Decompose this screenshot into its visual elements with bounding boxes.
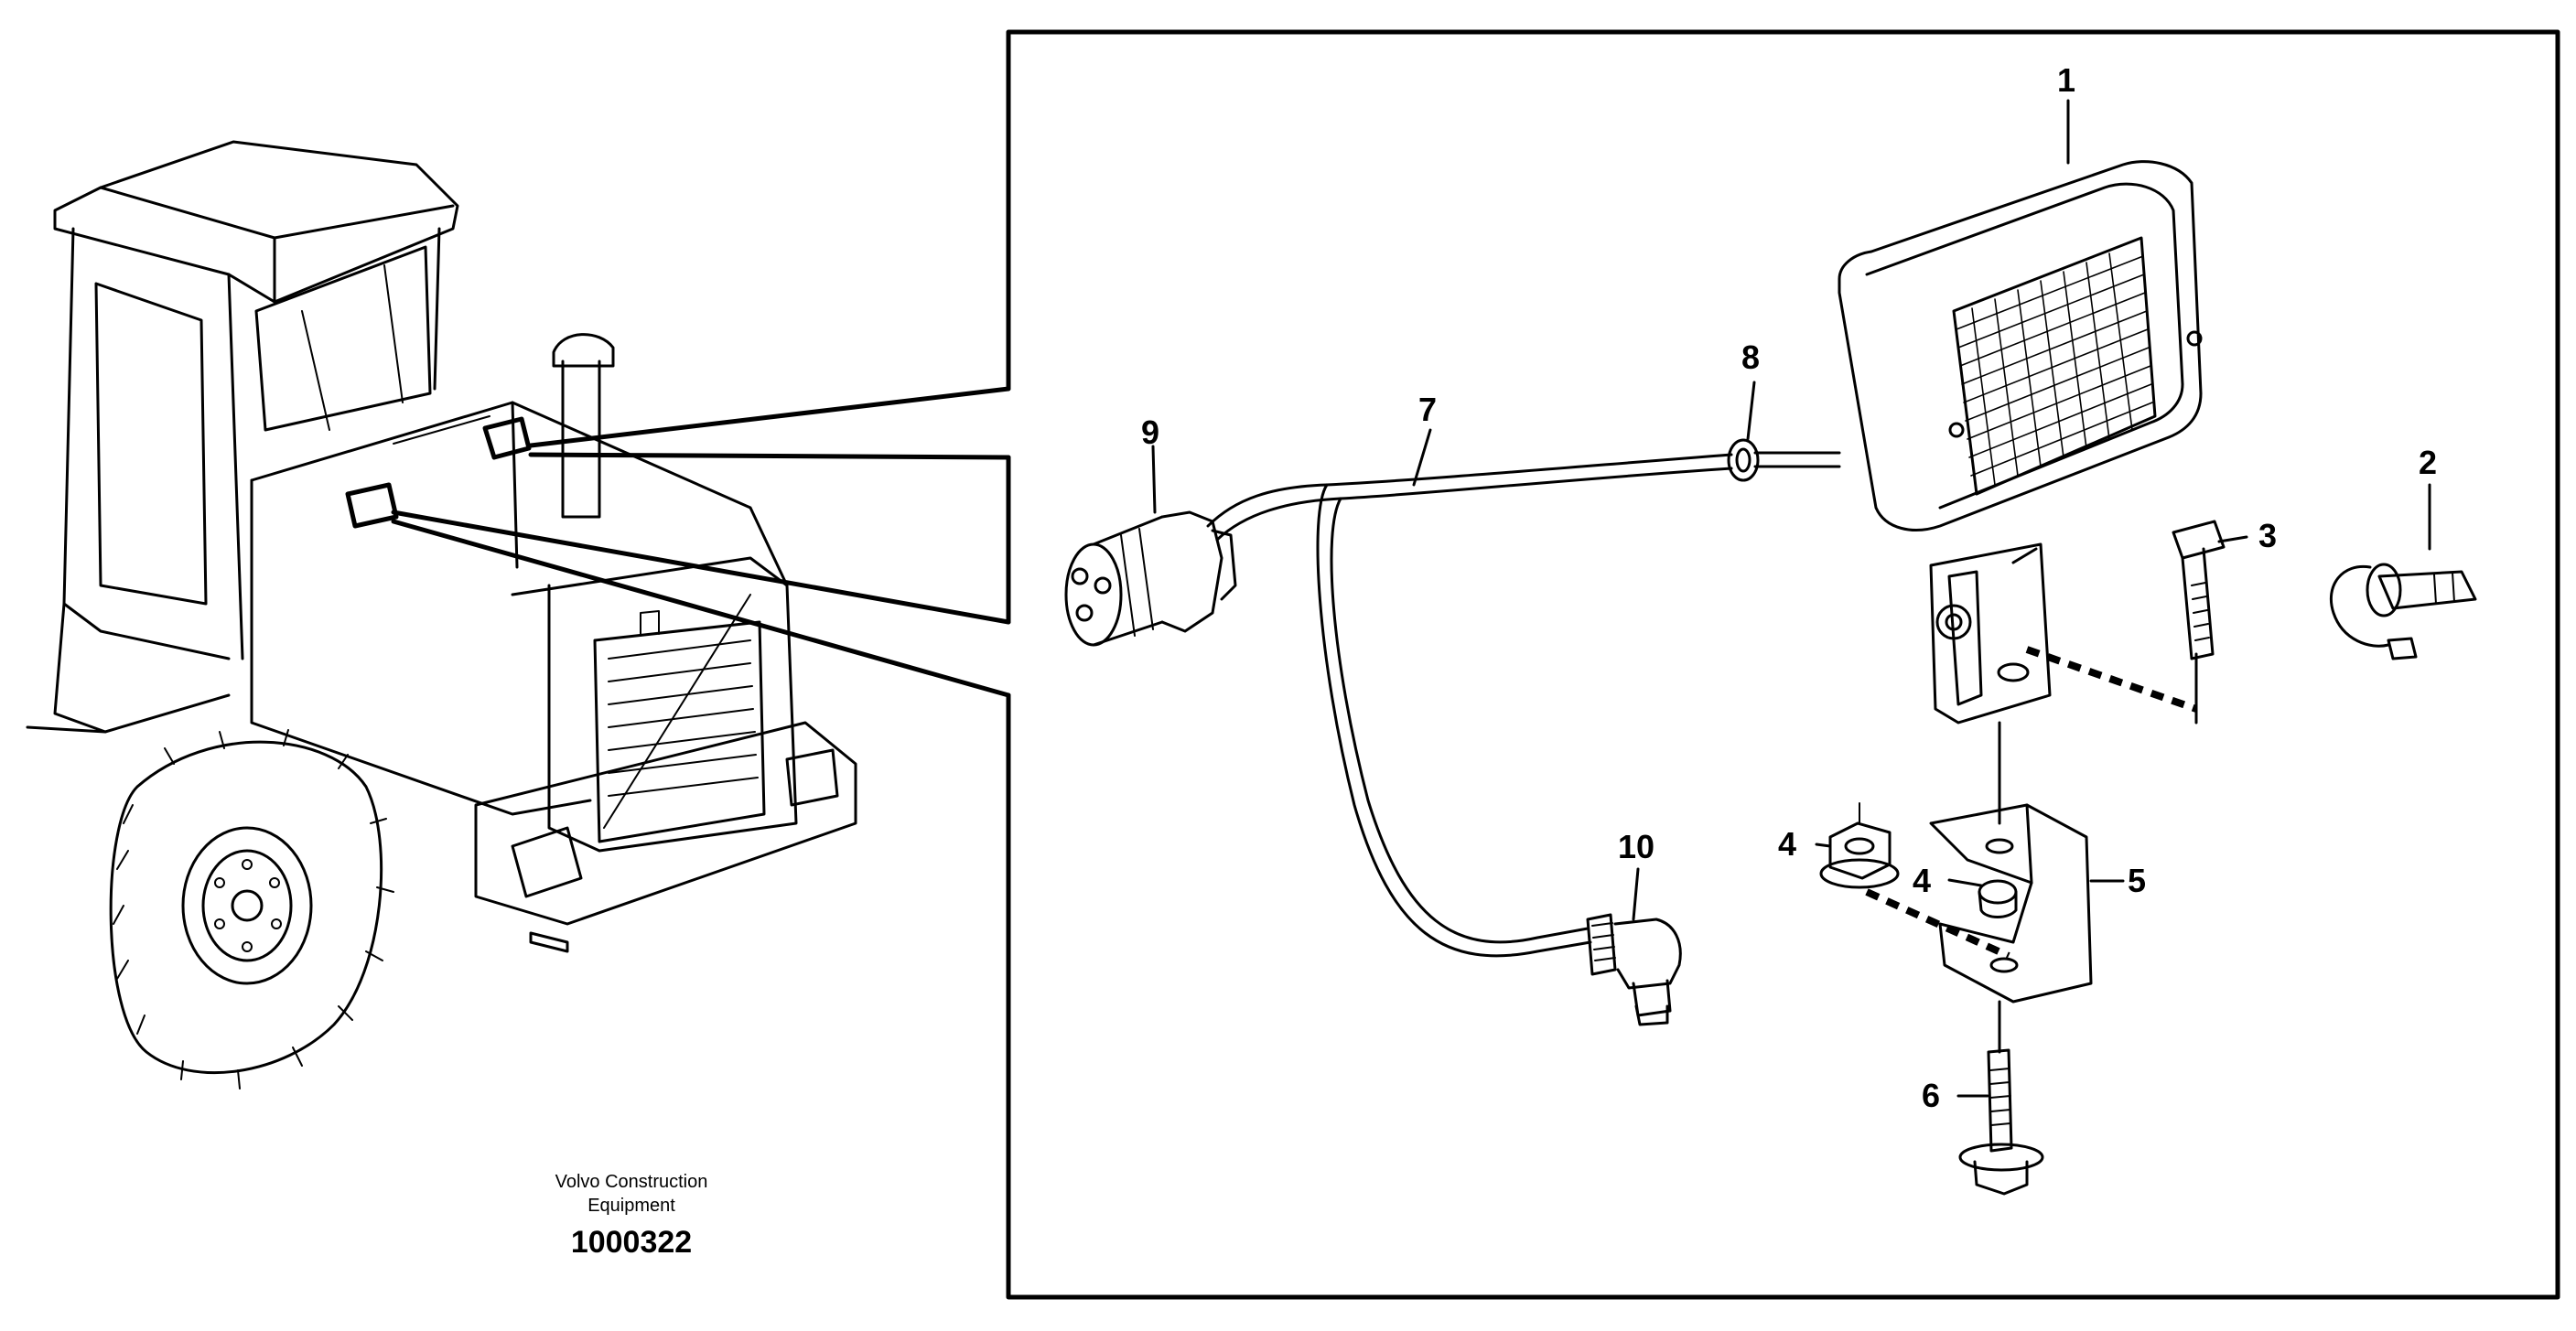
mounting-bracket — [1929, 803, 2093, 1004]
bolt-3 — [2172, 520, 2226, 660]
callout-leaders — [1151, 99, 2431, 1098]
work-lamp — [1838, 160, 2203, 531]
caption-diagram-number: 1000322 — [570, 1225, 693, 1260]
detail-leader-lines — [391, 386, 1011, 698]
callout-8: 8 — [1741, 338, 1761, 376]
washer-4 — [1978, 879, 2018, 918]
callout-4b: 4 — [1913, 862, 1932, 899]
caption-manufacturer: Volvo Construction — [555, 1172, 708, 1192]
callout-4a: 4 — [1778, 825, 1797, 863]
lamp-bracket — [1929, 542, 2052, 725]
callout-10: 10 — [1618, 828, 1655, 865]
wheel-loader-illustration — [26, 140, 857, 1089]
callout-1: 1 — [2057, 61, 2076, 99]
nut-4 — [1819, 802, 1900, 889]
cable-harness-7 — [1206, 451, 1841, 958]
callout-5: 5 — [2128, 862, 2147, 899]
callout-2: 2 — [2419, 444, 2438, 481]
round-connector-9 — [1064, 510, 1237, 647]
detail-frame — [1006, 29, 2560, 1300]
grommet-8 — [1727, 438, 1760, 482]
bulb-2 — [2329, 563, 2477, 660]
callout-7: 7 — [1418, 391, 1438, 428]
callout-9: 9 — [1141, 413, 1160, 451]
assembly-dash-lines — [1865, 646, 2198, 960]
angle-plug-10 — [1586, 913, 1682, 1026]
flange-screw-6 — [1958, 1048, 2044, 1196]
caption-manufacturer-line2: Equipment — [587, 1196, 675, 1216]
callout-3: 3 — [2258, 517, 2278, 554]
callout-6: 6 — [1922, 1077, 1941, 1114]
